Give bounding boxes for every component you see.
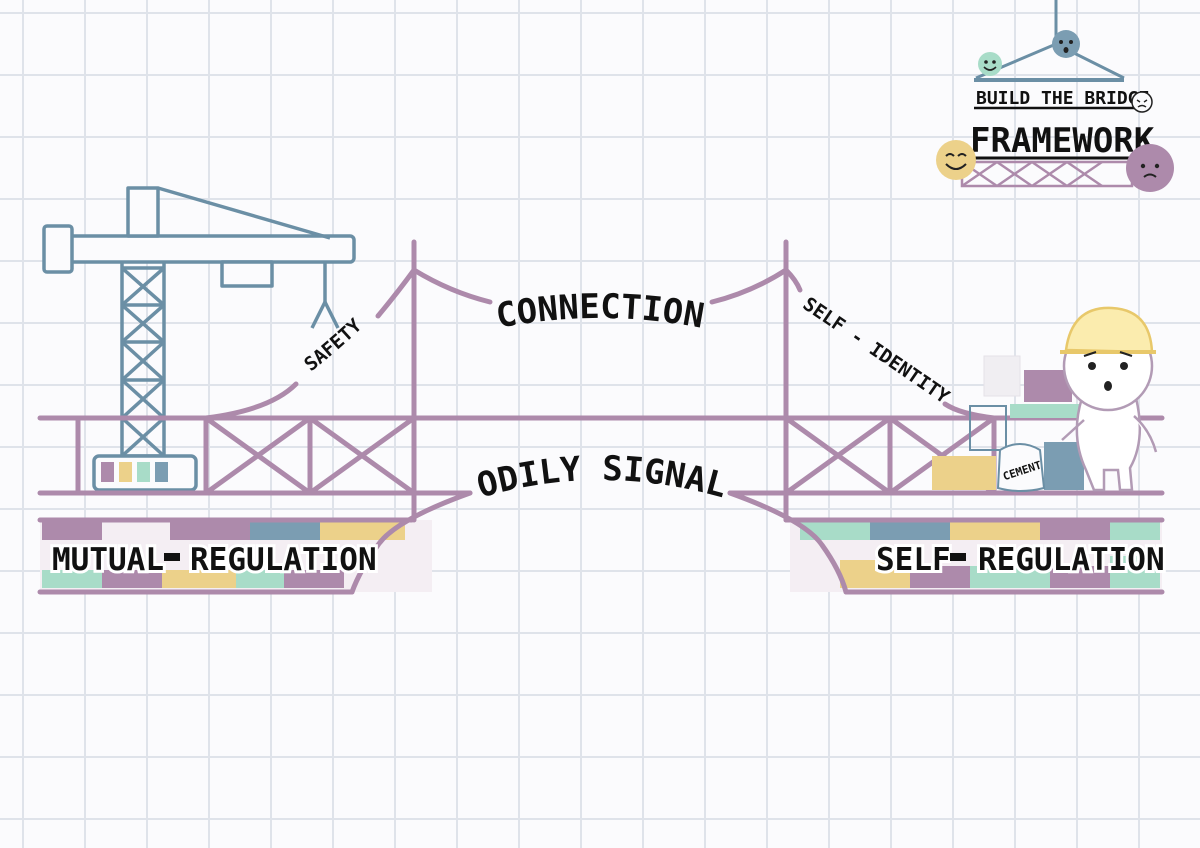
right-abutment bbox=[790, 520, 1162, 592]
label-self: SELF bbox=[876, 542, 951, 578]
stacked-blocks bbox=[932, 355, 1084, 490]
label-mutual: MUTUAL bbox=[52, 542, 164, 578]
label-safety: SAFETY bbox=[300, 314, 366, 375]
label-self-identity: SELF - IDENTITY bbox=[799, 293, 954, 408]
dash-left bbox=[164, 553, 180, 561]
dash-right bbox=[950, 553, 966, 561]
title-line-2: FRAMEWORK bbox=[970, 121, 1155, 161]
label-connection: CONNECTION bbox=[493, 287, 707, 337]
label-regulation-left: REGULATION bbox=[190, 542, 377, 578]
emoji-faces bbox=[936, 30, 1174, 192]
label-self-regulation: SELF REGULATION bbox=[873, 539, 1168, 581]
crane-base-blocks bbox=[101, 462, 168, 482]
cement-bag: CEMENT bbox=[996, 443, 1046, 492]
worker-character bbox=[1060, 306, 1158, 492]
label-regulation-right: REGULATION bbox=[978, 542, 1165, 578]
left-abutment bbox=[40, 520, 432, 592]
label-mutual-regulation: MUTUAL REGULATION bbox=[49, 539, 380, 581]
title-graphic: BUILD THE BRIDGE FRAMEWORK bbox=[936, 0, 1174, 192]
title-line-1: BUILD THE BRIDGE bbox=[976, 88, 1149, 109]
